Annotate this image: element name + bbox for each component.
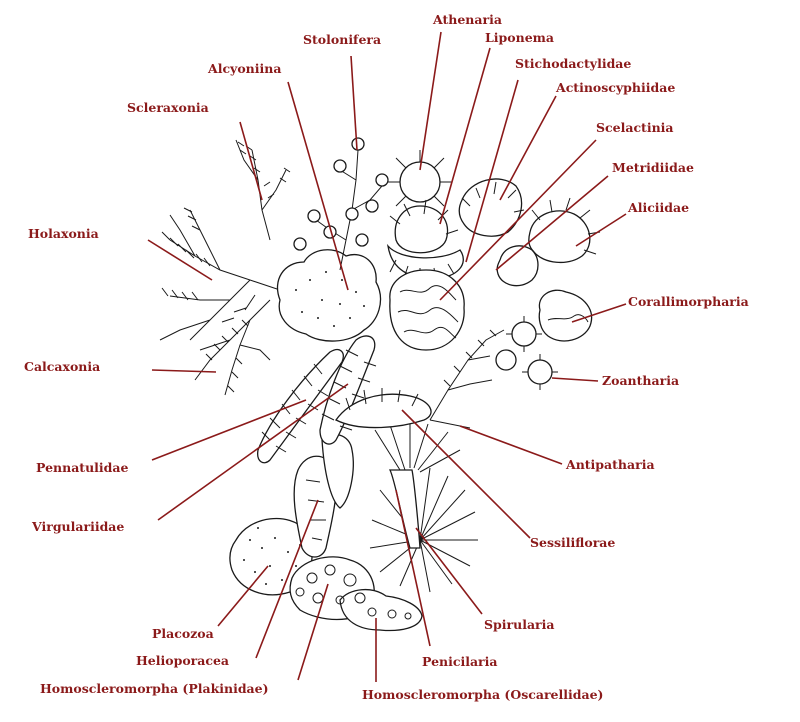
label-homoscleromorpha-oscarellidae: Homoscleromorpha (Oscarellidae) xyxy=(362,687,603,702)
label-virgulariidae: Virgulariidae xyxy=(31,519,124,534)
label-layer: Athenaria Stolonifera Liponema Alcyoniin… xyxy=(24,12,749,702)
label-aliciidae: Aliciidae xyxy=(627,200,689,215)
athenaria-drawing xyxy=(387,150,464,281)
gorgonian-drawing xyxy=(159,139,291,396)
label-alcyoniina: Alcyoniina xyxy=(207,61,281,76)
zoantharia-drawing xyxy=(495,316,558,390)
label-stolonifera: Stolonifera xyxy=(303,32,381,47)
label-placozoa: Placozoa xyxy=(152,626,214,641)
organism-illustration xyxy=(159,137,601,632)
label-homoscleromorpha-plakinidae: Homoscleromorpha (Plakinidae) xyxy=(40,681,269,696)
label-helioporacea: Helioporacea xyxy=(136,653,229,668)
metridiidae-drawing xyxy=(496,197,601,287)
label-stichodactylidae: Stichodactylidae xyxy=(515,56,631,71)
scelactinia-drawing xyxy=(389,269,465,351)
label-calcaxonia: Calcaxonia xyxy=(24,359,100,374)
sea-pen-drawing xyxy=(257,335,432,464)
label-antipatharia: Antipatharia xyxy=(565,457,655,472)
label-scleraxonia: Scleraxonia xyxy=(127,100,209,115)
label-penicilaria: Penicilaria xyxy=(422,654,498,669)
label-athenaria: Athenaria xyxy=(432,12,502,27)
corallimorpharia-drawing xyxy=(538,289,593,342)
helioporacea-drawing xyxy=(293,433,354,558)
label-metridiidae: Metridiidae xyxy=(612,160,694,175)
label-sessiliflorae: Sessiliflorae xyxy=(530,535,615,550)
homoscleromorpha-drawing xyxy=(289,556,423,632)
label-holaxonia: Holaxonia xyxy=(28,226,99,241)
label-zoantharia: Zoantharia xyxy=(602,373,679,388)
label-spirularia: Spirularia xyxy=(484,617,554,632)
stichodactylidae-drawing xyxy=(458,178,525,237)
label-actinoscyphiidae: Actinoscyphiidae xyxy=(555,80,675,95)
label-liponema: Liponema xyxy=(485,30,554,45)
label-pennatulidae: Pennatulidae xyxy=(36,460,128,475)
spirularia-drawing xyxy=(369,420,478,593)
alcyoniina-drawing xyxy=(276,249,381,342)
stolonifera-drawing xyxy=(293,137,389,271)
label-corallimorpharia: Corallimorpharia xyxy=(628,294,749,309)
antipatharia-drawing xyxy=(429,329,505,429)
label-scelactinia: Scelactinia xyxy=(596,120,674,135)
